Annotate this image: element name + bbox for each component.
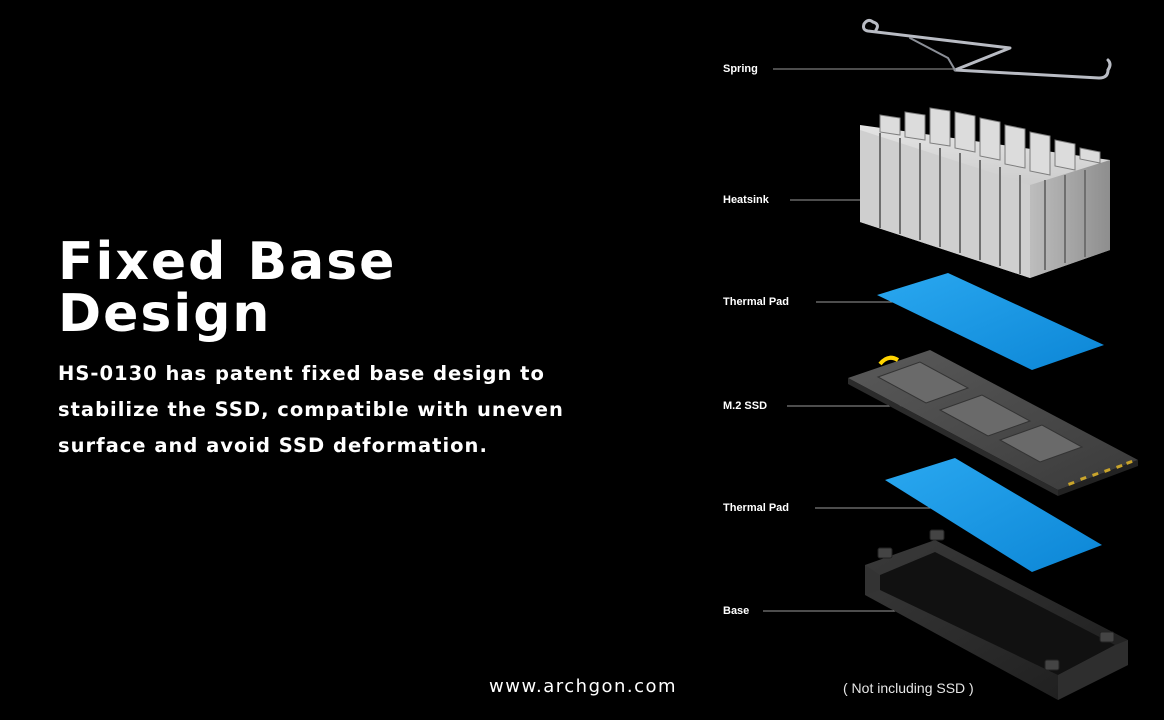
headline-line-1: Fixed Base	[58, 232, 397, 292]
label-m2-ssd: M.2 SSD	[723, 400, 768, 412]
ssd-part	[848, 350, 1138, 496]
headline: Fixed Base Design	[58, 236, 578, 340]
heatsink-part	[860, 107, 1110, 278]
website-link[interactable]: www.archgon.com	[489, 676, 678, 697]
thermal-pad-bottom-part	[885, 458, 1102, 572]
description: HS-0130 has patent fixed base design to …	[58, 362, 564, 457]
headline-line-2: Design	[58, 284, 272, 344]
label-spring: Spring	[723, 63, 758, 75]
thermal-pad-top-part	[877, 273, 1104, 370]
label-heatsink: Heatsink	[723, 194, 769, 206]
base-part	[865, 529, 1128, 700]
disclaimer-note: ( Not including SSD )	[843, 680, 974, 696]
label-thermal-pad-top: Thermal Pad	[723, 296, 790, 308]
label-base: Base	[723, 605, 750, 617]
label-thermal-pad-bottom: Thermal Pad	[723, 502, 790, 514]
ssd-gold-contacts	[1068, 459, 1133, 486]
ssd-marker-icon	[878, 355, 900, 366]
spring-part	[862, 18, 1112, 80]
